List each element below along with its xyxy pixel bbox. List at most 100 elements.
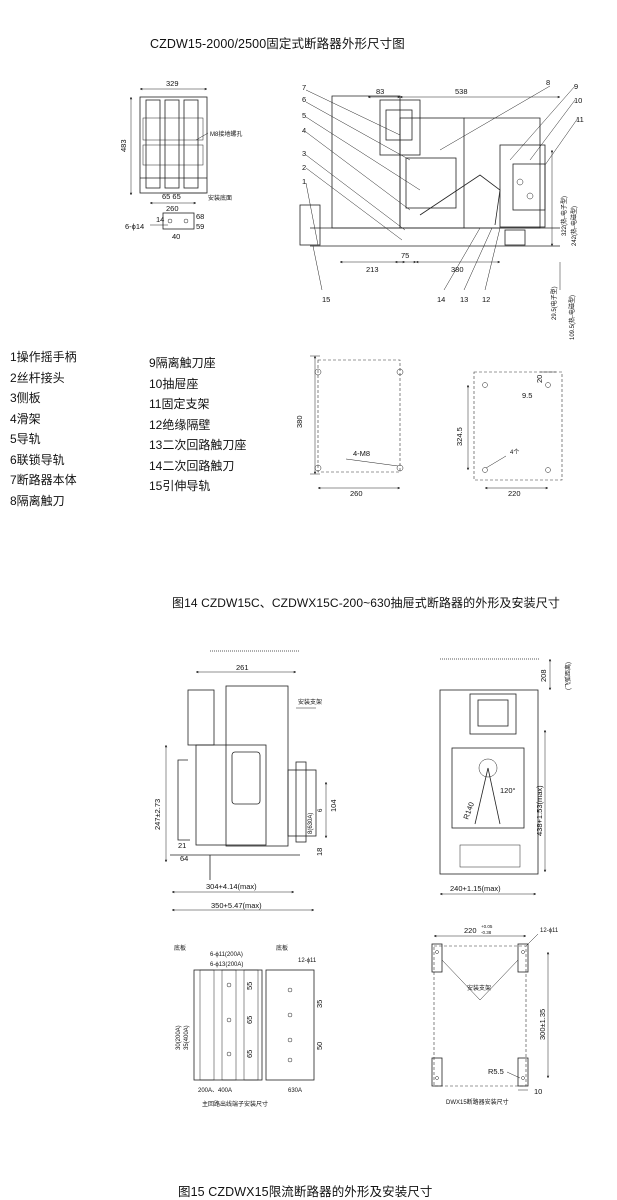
dim-40: 40 bbox=[172, 232, 180, 241]
legend-item: 9隔离触刀座 bbox=[149, 356, 216, 370]
dim-350: 350+5.47(max) bbox=[211, 901, 262, 910]
dim-380: 380 bbox=[451, 265, 464, 274]
dim-8-630a: 8(630A) bbox=[308, 813, 314, 834]
mounting-pattern-b: 20 9.5 324.5 220 4个 bbox=[455, 371, 563, 498]
label-holes-12: 12-ϕ11 bbox=[298, 958, 317, 964]
dim-14: 14 bbox=[156, 215, 164, 224]
legend-item: 2丝杆接头 bbox=[10, 370, 65, 385]
legend-item: 12绝缘隔壁 bbox=[149, 417, 211, 432]
label-mount-base: 安装底面 bbox=[208, 194, 232, 202]
dim-10: 10 bbox=[534, 1087, 542, 1096]
dim-220-install: 220 bbox=[464, 926, 477, 935]
caption-install: DWX15断路器安装尺寸 bbox=[446, 1098, 509, 1106]
dim-260-mount: 260 bbox=[350, 489, 363, 498]
parts-legend-left: 1操作摇手柄 2丝杆接头 3侧板 4滑架 5导轨 6联锁导轨 7断路器本体 8隔… bbox=[10, 347, 77, 511]
callout-9: 9 bbox=[574, 82, 578, 91]
dim-18: 18 bbox=[315, 848, 324, 856]
caption-terminal: 主回路出线端子安装尺寸 bbox=[202, 1100, 268, 1108]
legend-item: 8隔离触刀 bbox=[10, 493, 65, 508]
callout-1: 1 bbox=[302, 177, 306, 186]
callout-2: 2 bbox=[302, 163, 306, 172]
mounting-pattern-a: 380 260 4-M8 bbox=[295, 355, 404, 498]
fig15-side-view: 261 安装支架 247±2.73 8(630A) 6 104 21 64 18… bbox=[153, 650, 338, 912]
dim-64: 64 bbox=[180, 854, 188, 863]
fig15-front-view: 208 (飞弧距离) 120° R140 438+1.53(max) 240+1… bbox=[439, 658, 572, 896]
dim-483: 483 bbox=[119, 139, 128, 152]
callout-14: 14 bbox=[437, 295, 445, 304]
legend-item: 4滑架 bbox=[10, 411, 41, 426]
dim-329: 329 bbox=[166, 79, 179, 88]
dim-59: 59 bbox=[196, 222, 204, 231]
tol-minus: -0.38 bbox=[481, 930, 492, 935]
label-base-right: 底板 bbox=[276, 944, 288, 952]
label-4-holes: 4个 bbox=[510, 449, 519, 456]
dim-208: 208 bbox=[539, 669, 548, 682]
dim-83: 83 bbox=[376, 87, 384, 96]
callout-15: 15 bbox=[322, 295, 330, 304]
callout-5: 5 bbox=[302, 111, 306, 120]
dim-35-400a: 35(400A) bbox=[184, 1025, 190, 1050]
label-base-left: 底板 bbox=[174, 944, 186, 952]
label-holes-11: 6-ϕ11(200A) bbox=[210, 952, 243, 958]
top-figure-title: CZDW15-2000/2500固定式断路器外形尺寸图 bbox=[150, 37, 405, 51]
dim-538: 538 bbox=[455, 87, 468, 96]
label-120-degree: 120° bbox=[500, 786, 516, 795]
label-630a: 630A bbox=[288, 1088, 302, 1094]
legend-item: 5导轨 bbox=[10, 432, 41, 446]
legend-item: 10抽屉座 bbox=[149, 376, 199, 391]
dim-35-right: 35 bbox=[315, 1000, 324, 1008]
dim-242: 242(热-电磁型) bbox=[570, 206, 578, 246]
dim-65-b: 65 bbox=[245, 1050, 254, 1058]
dim-65-a: 65 bbox=[245, 1016, 254, 1024]
legend-item: 6联锁导轨 bbox=[10, 452, 65, 467]
fixed-breaker-front-view: 329 483 M8接地螺孔 安装底面 65 65 260 14 68 59 4… bbox=[119, 79, 242, 241]
callout-4: 4 bbox=[302, 126, 306, 135]
dim-6-phi14: 6-ϕ14 bbox=[125, 222, 144, 231]
callout-7: 7 bbox=[302, 83, 306, 92]
callout-10: 10 bbox=[574, 96, 582, 105]
dim-324-5: 324.5 bbox=[455, 427, 464, 446]
fig15-terminal-mounting: 底板 底板 6-ϕ11(200A) 6-ϕ13(200A) 12-ϕ11 30(… bbox=[174, 944, 324, 1108]
dim-300: 300±1.35 bbox=[538, 1009, 547, 1040]
callout-8: 8 bbox=[546, 78, 550, 87]
label-mount-bracket: 安装支架 bbox=[298, 698, 322, 706]
dim-104: 104 bbox=[329, 799, 338, 812]
dim-68: 68 bbox=[196, 212, 204, 221]
legend-item: 13二次回路触刀座 bbox=[149, 438, 247, 452]
label-m8-ground-hole: M8接地螺孔 bbox=[210, 130, 242, 138]
dim-261: 261 bbox=[236, 663, 249, 672]
drawer-breaker-side-view: 83 538 213 75 380 322(热-电子型) 242(热-电磁型) … bbox=[299, 78, 584, 340]
dim-380-mount: 380 bbox=[295, 415, 304, 428]
legend-item: 15引伸导轨 bbox=[149, 479, 211, 493]
figure-15-caption: 图15 CZDWX15限流断路器的外形及安装尺寸 bbox=[178, 1185, 433, 1199]
legend-item: 14二次回路触刀 bbox=[149, 458, 235, 473]
dim-438: 438+1.53(max) bbox=[535, 785, 544, 836]
legend-item: 11固定支架 bbox=[149, 397, 210, 411]
callout-12: 12 bbox=[482, 295, 490, 304]
legend-item: 1操作摇手柄 bbox=[10, 350, 77, 364]
dim-65-65: 65 65 bbox=[162, 192, 181, 201]
label-install-bracket: 安装支架 bbox=[467, 984, 491, 992]
label-holes-13: 6-ϕ13(200A) bbox=[210, 962, 243, 968]
dim-50: 50 bbox=[315, 1042, 324, 1050]
dim-9-5: 9.5 bbox=[522, 391, 532, 400]
label-12-phi11: 12-ϕ11 bbox=[540, 928, 559, 934]
dim-260: 260 bbox=[166, 204, 179, 213]
parts-legend-right: 9隔离触刀座 10抽屉座 11固定支架 12绝缘隔壁 13二次回路触刀座 14二… bbox=[149, 353, 246, 497]
dim-304: 304+4.14(max) bbox=[206, 882, 257, 891]
dim-247: 247±2.73 bbox=[153, 799, 162, 830]
dim-322: 322(热-电子型) bbox=[560, 196, 568, 236]
dim-213: 213 bbox=[366, 265, 379, 274]
label-200a-400a: 200A、400A bbox=[198, 1088, 232, 1094]
label-r140: R140 bbox=[461, 801, 476, 821]
dim-75: 75 bbox=[401, 251, 409, 260]
dim-30-200a: 30(200A) bbox=[176, 1025, 182, 1050]
dim-29-5: 29.5(电子型) bbox=[550, 286, 558, 320]
legend-item: 7断路器本体 bbox=[10, 473, 77, 487]
dim-20: 20 bbox=[535, 375, 544, 383]
dim-109-5: 109.5(热-电磁型) bbox=[568, 295, 576, 340]
legend-item: 3侧板 bbox=[10, 391, 41, 405]
label-r5-5: R5.5 bbox=[488, 1067, 504, 1076]
callout-13: 13 bbox=[460, 295, 468, 304]
